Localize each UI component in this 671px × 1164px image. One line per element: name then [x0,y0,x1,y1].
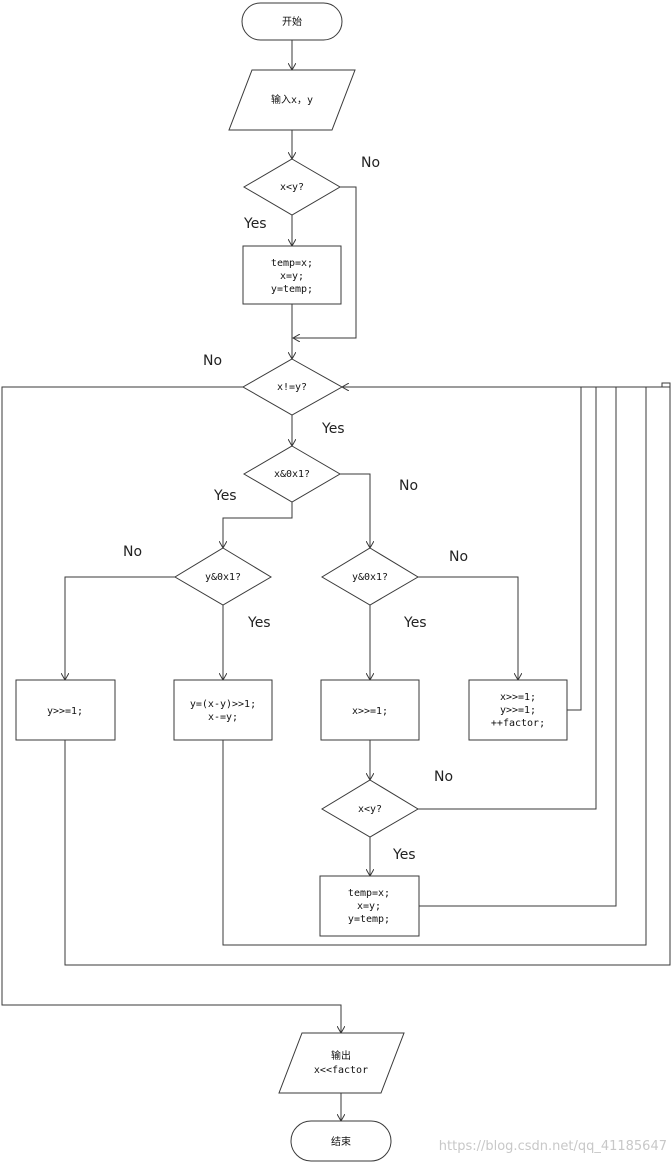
label-no-y-odd-left: No [123,544,142,560]
label-yes-loop: Yes [321,421,345,437]
node-x-odd: x&0x1? [243,445,341,503]
loopback-y-sub [222,387,647,946]
node-y-shift: y>>=1; [15,679,116,741]
node-cond-swap: x<y? [243,158,341,216]
node-swap1-line3: y=temp; [271,284,313,295]
label-no-cond-swap2: No [434,769,453,785]
node-both-shift-line1: x>>=1; [500,692,536,703]
edge-yodd-right-no [418,576,518,680]
label-no-y-odd-right: No [449,549,468,565]
node-cond-swap2: x<y? [321,779,419,838]
node-both-shift-line3: ++factor; [491,718,545,729]
loopback-swap2 [418,387,617,907]
label-yes-y-odd-left: Yes [247,615,271,631]
node-both-shift-line2: y>>=1; [500,705,536,716]
edge-loop-no [1,386,341,1033]
node-output: 输出 x<<factor [278,1032,405,1094]
edge-xodd-no [340,473,370,548]
node-x-shift: x>>=1; [320,679,420,741]
node-input: 输入x，y [228,69,356,131]
node-swap2: temp=x; x=y; y=temp; [319,875,420,937]
label-yes-x-odd: Yes [213,488,237,504]
node-swap1: temp=x; x=y; y=temp; [242,245,342,305]
edge-cond-swap-no [293,186,357,338]
loopback-y-shift [64,382,671,966]
node-cond-swap-text: x<y? [280,182,304,193]
node-start-text: 开始 [282,15,302,28]
node-swap2-line2: x=y; [357,901,381,912]
label-no-loop: No [203,353,222,369]
loopback-cond2-no [418,387,597,810]
label-yes-y-odd-right: Yes [403,615,427,631]
node-output-line2: x<<factor [314,1065,368,1076]
node-y-odd-right-text: y&0x1? [352,572,388,583]
node-end-text: 结束 [331,1135,351,1148]
node-y-sub-line1: y=(x-y)>>1; [190,699,256,710]
node-swap1-line2: x=y; [280,271,304,282]
node-x-odd-text: x&0x1? [274,469,310,480]
label-yes-cond-swap: Yes [243,216,267,232]
node-y-odd-right: y&0x1? [321,547,419,606]
loopback-both-shift [567,387,582,711]
node-y-shift-text: y>>=1; [47,706,83,717]
label-no-cond-swap: No [361,155,380,171]
node-x-shift-text: x>>=1; [352,706,388,717]
node-swap1-line1: temp=x; [271,258,313,269]
connectors [1,40,671,1121]
node-swap2-line1: temp=x; [348,888,390,899]
label-no-x-odd: No [399,478,418,494]
node-y-odd-left-text: y&0x1? [205,572,241,583]
node-y-sub: y=(x-y)>>1; x-=y; [173,679,273,741]
node-start: 开始 [241,2,343,41]
edge-xodd-yes [223,502,293,548]
label-yes-cond-swap2: Yes [392,847,416,863]
node-end: 结束 [290,1120,392,1162]
watermark: https://blog.csdn.net/qq_41185647 [439,1139,667,1154]
node-swap2-line3: y=temp; [348,914,390,925]
node-y-sub-line2: x-=y; [208,712,238,723]
edge-yodd-left-no [65,576,175,680]
node-loop: x!=y? [241,358,344,416]
node-loop-text: x!=y? [277,382,307,393]
node-output-line1: 输出 [331,1049,351,1062]
node-cond-swap2-text: x<y? [358,804,382,815]
node-input-text: 输入x，y [271,93,313,106]
branch-labels: No Yes No Yes Yes No No Yes No Yes No Ye… [123,155,468,863]
node-both-shift: x>>=1; y>>=1; ++factor; [468,679,568,741]
node-y-odd-left: y&0x1? [174,547,272,606]
